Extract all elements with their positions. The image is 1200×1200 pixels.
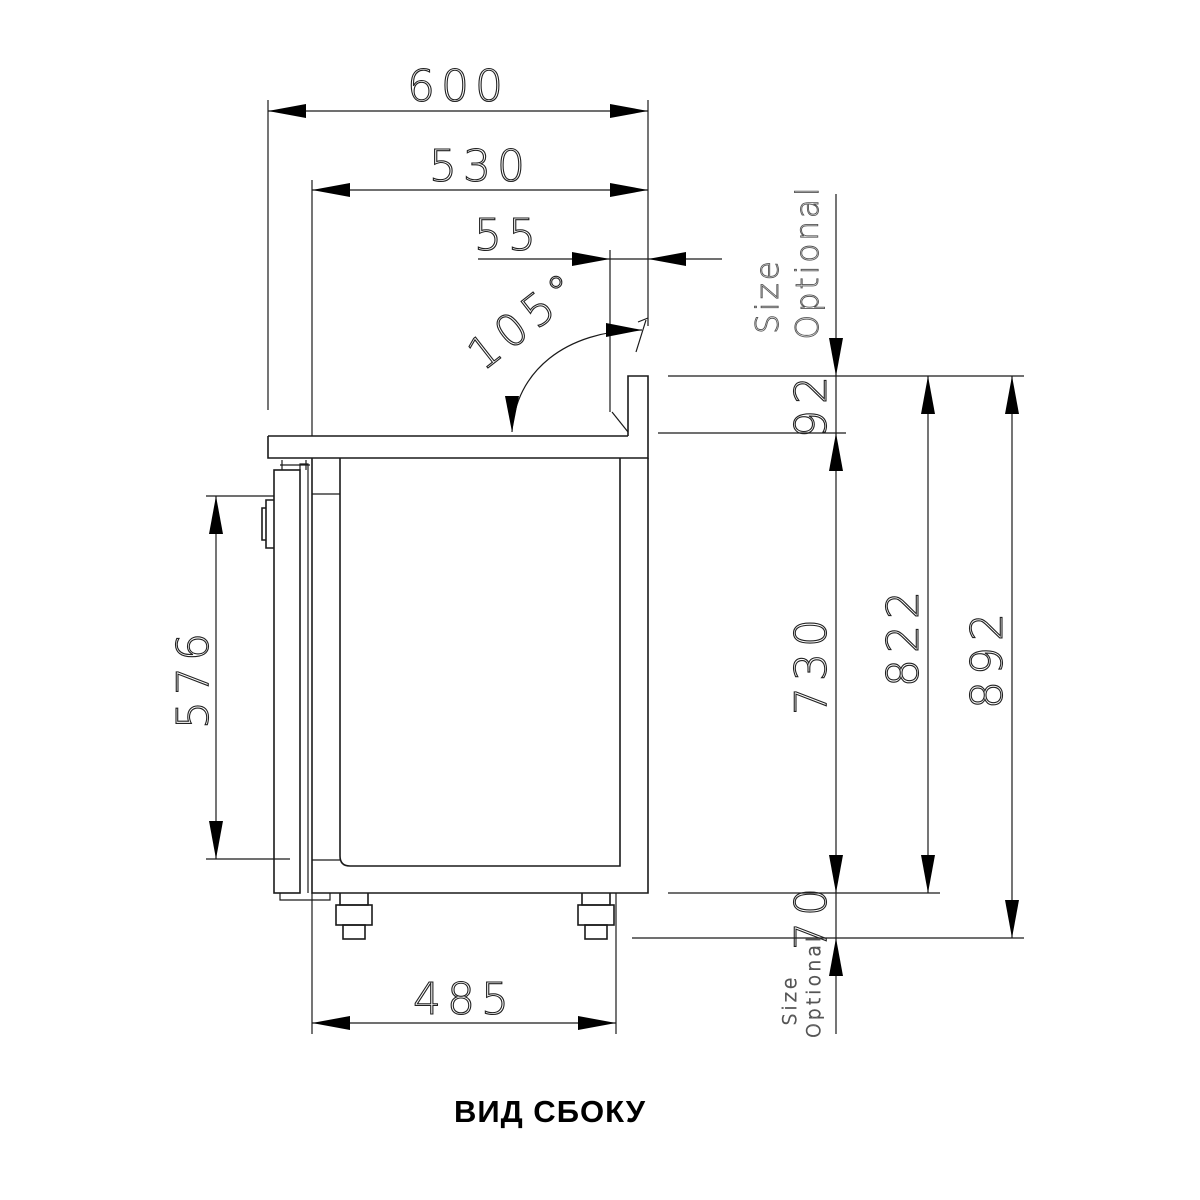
unit-outline (261, 375, 649, 940)
dim-822 (921, 376, 935, 893)
label-600: 600 (407, 61, 509, 112)
label-70: 70 (786, 882, 837, 950)
extension-lines (206, 100, 1024, 1034)
door-hinge (280, 460, 310, 470)
size-optional-note-top: Size Optional (750, 184, 827, 340)
front-leg (335, 893, 373, 940)
cabinet-body (311, 458, 649, 894)
svg-text:Optional: Optional (803, 934, 825, 1038)
dim-892 (1005, 376, 1019, 938)
label-576: 576 (168, 627, 219, 729)
svg-text:Size: Size (779, 974, 801, 1025)
size-optional-note-bottom: Size Optional (779, 933, 826, 1038)
dim-485 (312, 1016, 616, 1030)
label-485: 485 (413, 974, 515, 1025)
label-55: 55 (474, 210, 542, 261)
label-92: 92 (786, 370, 837, 438)
svg-text:Optional: Optional (790, 184, 826, 339)
backsplash (627, 375, 649, 436)
label-892: 892 (962, 607, 1013, 709)
label-822: 822 (878, 585, 929, 687)
dim-530 (312, 183, 648, 197)
label-530: 530 (429, 141, 531, 192)
dim-vertical-left (829, 194, 843, 1034)
dim-576 (209, 496, 223, 859)
dim-55 (478, 252, 722, 266)
svg-text:Size: Size (750, 258, 786, 334)
door-panel (273, 469, 301, 894)
rear-leg (577, 893, 615, 940)
dim-600 (268, 104, 648, 118)
door-handle (261, 499, 274, 549)
label-730: 730 (786, 613, 837, 715)
label-105-degrees: 105° (458, 260, 592, 380)
dim-105-arc (505, 323, 643, 433)
cabinet-inner (339, 458, 621, 867)
view-title: ВИД СБОКУ (453, 1094, 647, 1129)
worktop (267, 435, 649, 459)
